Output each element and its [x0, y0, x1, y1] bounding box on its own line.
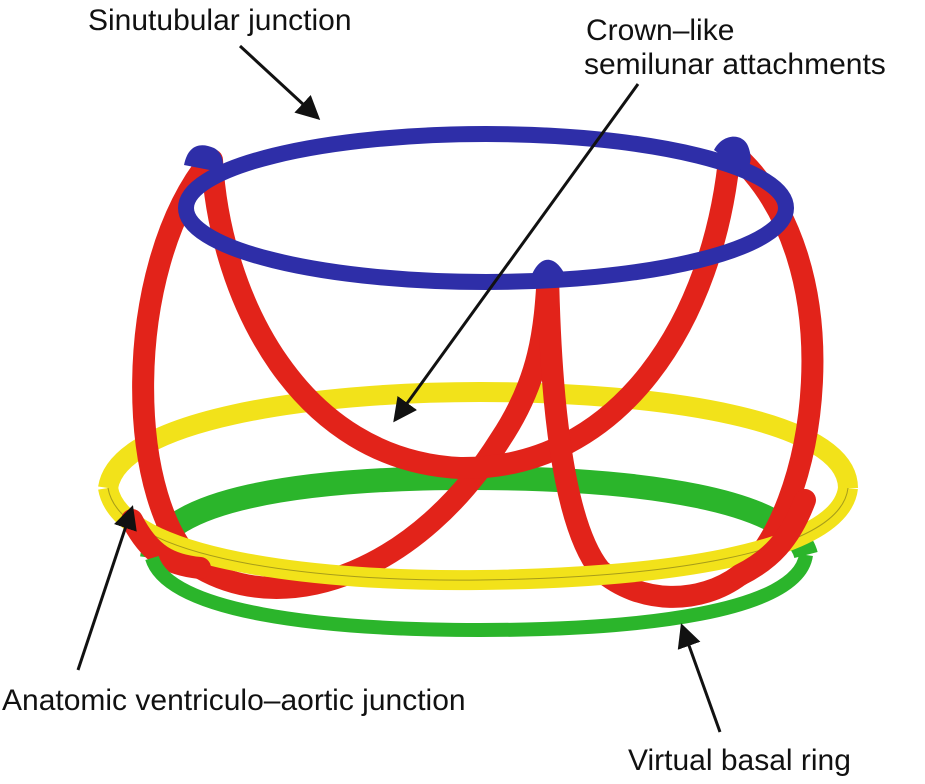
label-anatomic-ventriculo-aortic-junction: Anatomic ventriculo–aortic junction	[2, 684, 466, 717]
label-crown-line-1: Crown–like	[586, 14, 735, 47]
arrow-virtual	[677, 623, 722, 733]
attachment-left-outer	[132, 149, 559, 599]
label-virtual-basal-ring: Virtual basal ring	[628, 744, 851, 777]
basal-ring-back	[140, 465, 818, 561]
attachment-middle	[537, 261, 751, 608]
commissure-peak-middle	[528, 259, 570, 286]
attachment-right-outer-front	[729, 489, 816, 586]
annotation-arrows	[76, 44, 722, 733]
arrow-crown	[393, 83, 640, 423]
arrow-anatomic	[76, 505, 137, 671]
label-crown-line-2: semilunar attachments	[584, 48, 886, 81]
basal-ring-front	[145, 553, 813, 638]
commissure-peak-left	[184, 145, 223, 172]
crown-attachments	[132, 139, 824, 608]
attachment-left-outer-front	[121, 509, 211, 579]
sinutubular-ring	[178, 126, 794, 290]
attachment-left-inner	[201, 139, 741, 480]
label-crown-like-attachments: Crown–like semilunar attachments	[584, 14, 886, 82]
arrow-sinutubular	[238, 44, 321, 121]
sinutubular-ellipse	[178, 126, 794, 290]
commissure-peak-right	[714, 136, 751, 172]
label-sinutubular-junction: Sinutubular junction	[88, 4, 352, 37]
